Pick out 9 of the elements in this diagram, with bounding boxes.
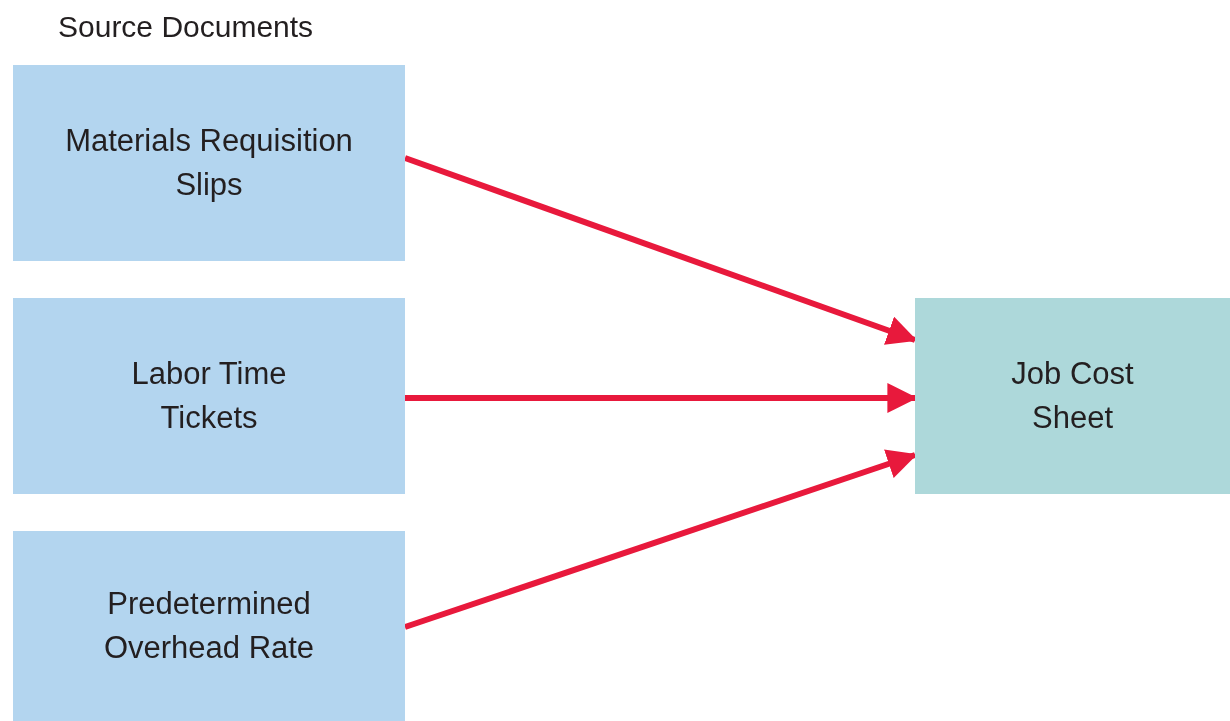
box-label: Job Cost Sheet bbox=[1010, 355, 1135, 437]
document-box bbox=[13, 531, 405, 721]
box-label: Predetermined Overhead Rate bbox=[102, 585, 316, 667]
document-box bbox=[915, 298, 1230, 494]
diagram-title: Source Documents bbox=[58, 9, 314, 45]
document-box bbox=[13, 298, 405, 494]
box-label: Labor Time Tickets bbox=[130, 355, 288, 437]
box-label: Materials Requisition Slips bbox=[64, 122, 354, 204]
document-box bbox=[13, 65, 405, 261]
